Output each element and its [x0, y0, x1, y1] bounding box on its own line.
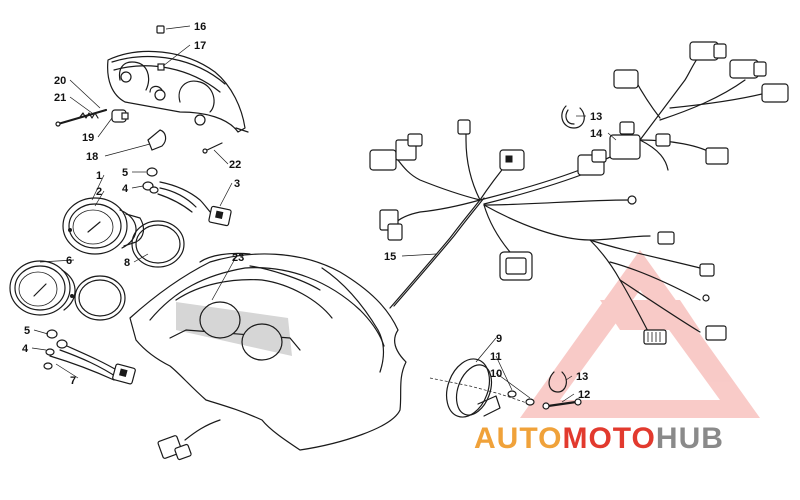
harness-connector-d — [499, 149, 525, 171]
watermark-text: AUTOMOTOHUB — [474, 422, 724, 455]
callout-3: 3 — [234, 178, 240, 190]
callout-12: 12 — [578, 389, 590, 401]
tachometer-gauge — [9, 260, 76, 316]
harness-connector-m — [657, 231, 675, 245]
harness-connector-h — [689, 41, 727, 61]
speedometer-wiring — [142, 167, 232, 227]
callout-4-upper: 4 — [122, 183, 129, 195]
callout-13-lower: 13 — [576, 371, 588, 383]
bulb-socket — [147, 129, 167, 151]
washer-hardware — [507, 390, 535, 406]
callout-labels: 16 17 20 21 19 18 22 1 2 5 4 3 8 6 23 5 … — [22, 21, 603, 401]
adjuster-screw — [55, 108, 108, 127]
callout-18: 18 — [86, 151, 98, 163]
wiring-harness — [369, 41, 789, 345]
watermark-logo — [520, 250, 760, 418]
headlight-housing — [107, 25, 249, 133]
callout-15: 15 — [384, 251, 396, 263]
leader-lines — [31, 25, 617, 403]
harness-connector-l — [655, 133, 671, 147]
callout-19: 19 — [82, 132, 94, 144]
callout-10: 10 — [490, 368, 502, 380]
callout-4-lower: 4 — [22, 343, 29, 355]
callout-2: 2 — [96, 186, 102, 198]
indicator-bezel — [429, 358, 531, 418]
watermark-wordmark: AUTOMOTOHUB — [474, 422, 724, 455]
terminal-block — [643, 329, 667, 345]
indicator-bulb — [542, 398, 582, 410]
callout-22: 22 — [229, 159, 241, 171]
harness-connector-g — [613, 69, 639, 89]
callout-13-upper: 13 — [590, 111, 602, 123]
ring-terminal — [627, 195, 637, 205]
watermark-moto: MOTO — [562, 422, 655, 455]
callout-5-lower: 5 — [24, 325, 30, 337]
callout-17: 17 — [194, 40, 206, 52]
harness-connector-j — [761, 83, 789, 103]
harness-connector-k — [705, 147, 729, 165]
callout-6: 6 — [66, 255, 72, 267]
callout-8: 8 — [124, 257, 130, 269]
callout-20: 20 — [54, 75, 66, 87]
harness-connector-b — [379, 209, 403, 241]
callout-7: 7 — [70, 375, 76, 387]
tachometer-wiring — [43, 329, 136, 385]
callout-23: 23 — [232, 252, 244, 264]
gauge-bezel-ring-upper — [131, 220, 185, 268]
callout-1: 1 — [96, 170, 102, 182]
retaining-clip — [202, 142, 223, 154]
harness-connector-a — [369, 133, 423, 171]
callout-11: 11 — [490, 351, 502, 363]
wire-clip-upper — [561, 105, 585, 129]
flasher-relay — [609, 121, 641, 160]
watermark-hub: HUB — [656, 422, 724, 455]
harness-connector-n — [699, 263, 727, 341]
callout-21: 21 — [54, 92, 66, 104]
callout-14: 14 — [590, 128, 603, 140]
dashboard-panel — [129, 252, 407, 461]
gauge-bezel-ring-lower — [74, 275, 126, 321]
harness-connector-f — [577, 149, 607, 176]
harness-connector-i — [729, 59, 767, 79]
callout-9: 9 — [496, 333, 502, 345]
harness-connector-e — [499, 251, 533, 281]
speedometer-gauge — [62, 197, 145, 255]
harness-connector-c — [457, 119, 471, 135]
callout-5-upper: 5 — [122, 167, 128, 179]
callout-16: 16 — [194, 21, 206, 33]
watermark-auto: AUTO — [474, 422, 562, 455]
headlight-bulb — [111, 109, 129, 123]
